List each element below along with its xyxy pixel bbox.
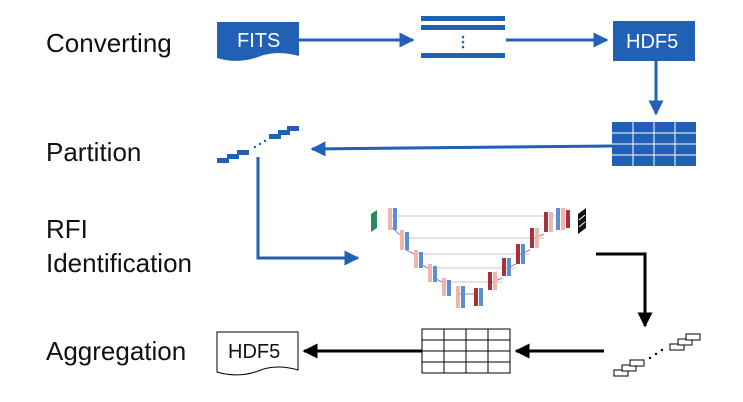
hdf5-converted-box: HDF5 xyxy=(613,21,695,61)
stage-label-rfi: RFI xyxy=(46,214,88,244)
stage-label-identification: Identification xyxy=(46,248,192,278)
partition-blocks-icon xyxy=(217,126,299,163)
u-net-diagram-icon xyxy=(371,208,586,308)
arrow-partition-to-unet xyxy=(256,157,360,266)
hdf5-converted-label: HDF5 xyxy=(626,31,678,53)
stage-label-aggregation: Aggregation xyxy=(46,336,186,366)
fits-document-icon: FITS xyxy=(217,22,299,61)
table-grid-icon xyxy=(612,122,696,166)
aggregation-blocks-icon xyxy=(613,333,701,377)
arrow-table-to-partition xyxy=(310,141,613,157)
arrow-unet-to-aggregation xyxy=(596,252,653,328)
hdf5-output-label: HDF5 xyxy=(228,341,280,363)
hdf5-output-document: HDF5 xyxy=(216,331,299,376)
stage-label-converting: Converting xyxy=(46,28,172,58)
aggregation-dots xyxy=(648,348,664,360)
fits-label: FITS xyxy=(237,30,280,52)
data-stream-icon xyxy=(421,16,505,58)
output-table-grid-icon xyxy=(421,328,511,374)
stage-label-partition: Partition xyxy=(46,137,141,167)
